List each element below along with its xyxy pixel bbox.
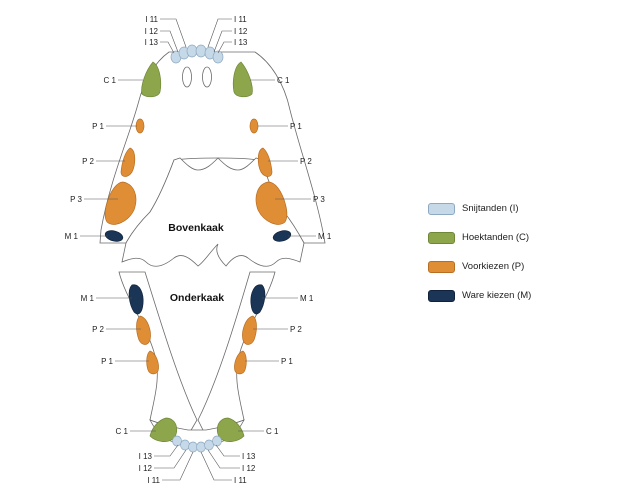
upper-foramen-left — [182, 66, 192, 88]
legend-swatch-incisors — [428, 202, 455, 215]
label-lower-i13-right: I 13 — [242, 452, 256, 461]
label-upper-m1-left: M 1 — [65, 232, 79, 241]
upper-premolar-2-right — [257, 147, 273, 177]
upper-incisor — [212, 50, 224, 64]
label-lower-i11-right: I 11 — [234, 476, 247, 485]
lower-incisor — [196, 441, 206, 453]
label-upper-p2-left: P 2 — [82, 157, 94, 166]
label-lower-c1-right: C 1 — [266, 427, 279, 436]
label-lower-i11-left: I 11 — [147, 476, 160, 485]
label-lower-c1-left: C 1 — [116, 427, 129, 436]
label-upper-p2-right: P 2 — [300, 157, 312, 166]
lower-premolar-2-right — [242, 315, 257, 345]
lower-incisor — [180, 439, 190, 451]
label-lower-p2-left: P 2 — [92, 325, 104, 334]
legend-item-incisors: Snijtanden (I) — [428, 202, 618, 215]
upper-premolar-3-right — [255, 181, 288, 225]
label-lower-p1-left: P 1 — [101, 357, 113, 366]
label-lower-i12-right: I 12 — [242, 464, 256, 473]
label-lower-m1-right: M 1 — [300, 294, 314, 303]
label-upper-i12-left: I 12 — [145, 27, 159, 36]
legend-label: Hoektanden (C) — [462, 232, 530, 243]
upper-canine-left — [141, 61, 162, 98]
label-upper-p1-right: P 1 — [290, 122, 302, 131]
label-lower-i13-left: I 13 — [139, 452, 153, 461]
lower-premolar-1-right — [234, 350, 247, 375]
lower-molar-1-right — [250, 284, 266, 315]
label-upper-p1-left: P 1 — [92, 122, 104, 131]
legend-label: Ware kiezen (M) — [462, 290, 532, 301]
label-upper-i11-left: I 11 — [145, 15, 158, 24]
upper-leader-lines — [80, 18, 316, 237]
legend-item-premolars: Voorkiezen (P) — [428, 260, 618, 273]
label-upper-c1-right: C 1 — [277, 76, 290, 85]
label-upper-i13-right: I 13 — [234, 38, 248, 47]
lower-canine-left — [149, 417, 178, 442]
upper-jaw: Bovenkaak I 11 I 12 I 13 I 11 I 12 I 13 — [65, 15, 332, 267]
legend-swatch-molars — [428, 289, 455, 302]
upper-foramen-right — [202, 66, 212, 88]
upper-premolar-1-right — [249, 118, 259, 134]
upper-canine-right — [232, 61, 253, 98]
legend-swatch-premolars — [428, 260, 455, 273]
label-upper-p3-left: P 3 — [70, 195, 82, 204]
legend-item-molars: Ware kiezen (M) — [428, 289, 618, 302]
upper-premolar-3-left — [104, 181, 137, 225]
upper-premolar-1-left — [135, 118, 145, 134]
label-upper-i12-right: I 12 — [234, 27, 248, 36]
label-upper-i11-right: I 11 — [234, 15, 247, 24]
lower-incisor — [204, 439, 214, 451]
legend: Snijtanden (I) Hoektanden (C) Voorkiezen… — [428, 202, 618, 318]
label-lower-p2-right: P 2 — [290, 325, 302, 334]
upper-molar-1-left — [104, 230, 124, 242]
upper-molar-1-right — [272, 230, 292, 242]
upper-jaw-title: Bovenkaak — [168, 222, 224, 234]
lower-leader-lines — [96, 297, 298, 481]
lower-incisors — [172, 435, 222, 453]
lower-premolar-2-left — [136, 315, 151, 345]
lower-canine-right — [216, 417, 245, 442]
label-lower-m1-left: M 1 — [81, 294, 95, 303]
label-lower-p1-right: P 1 — [281, 357, 293, 366]
label-upper-m1-right: M 1 — [318, 232, 332, 241]
label-upper-c1-left: C 1 — [104, 76, 117, 85]
lower-premolar-1-left — [146, 350, 159, 375]
lower-jaw-title: Onderkaak — [170, 292, 224, 304]
lower-incisor — [212, 435, 222, 447]
lower-molar-1-left — [128, 284, 144, 315]
legend-label: Voorkiezen (P) — [462, 261, 525, 272]
label-upper-i13-left: I 13 — [145, 38, 159, 47]
label-upper-p3-right: P 3 — [313, 195, 325, 204]
upper-incisors — [170, 44, 224, 64]
upper-premolar-2-left — [120, 147, 136, 177]
lower-jaw: Onderkaak M 1 M 1 P 2 P 2 P 1 P 1 C 1 C … — [81, 271, 314, 485]
upper-incisor — [186, 44, 198, 58]
upper-palate-notch — [121, 157, 305, 267]
upper-incisor — [195, 44, 207, 58]
legend-swatch-canines — [428, 231, 455, 244]
lower-incisor — [172, 435, 182, 447]
legend-item-canines: Hoektanden (C) — [428, 231, 618, 244]
label-lower-i12-left: I 12 — [139, 464, 153, 473]
legend-label: Snijtanden (I) — [462, 203, 519, 214]
